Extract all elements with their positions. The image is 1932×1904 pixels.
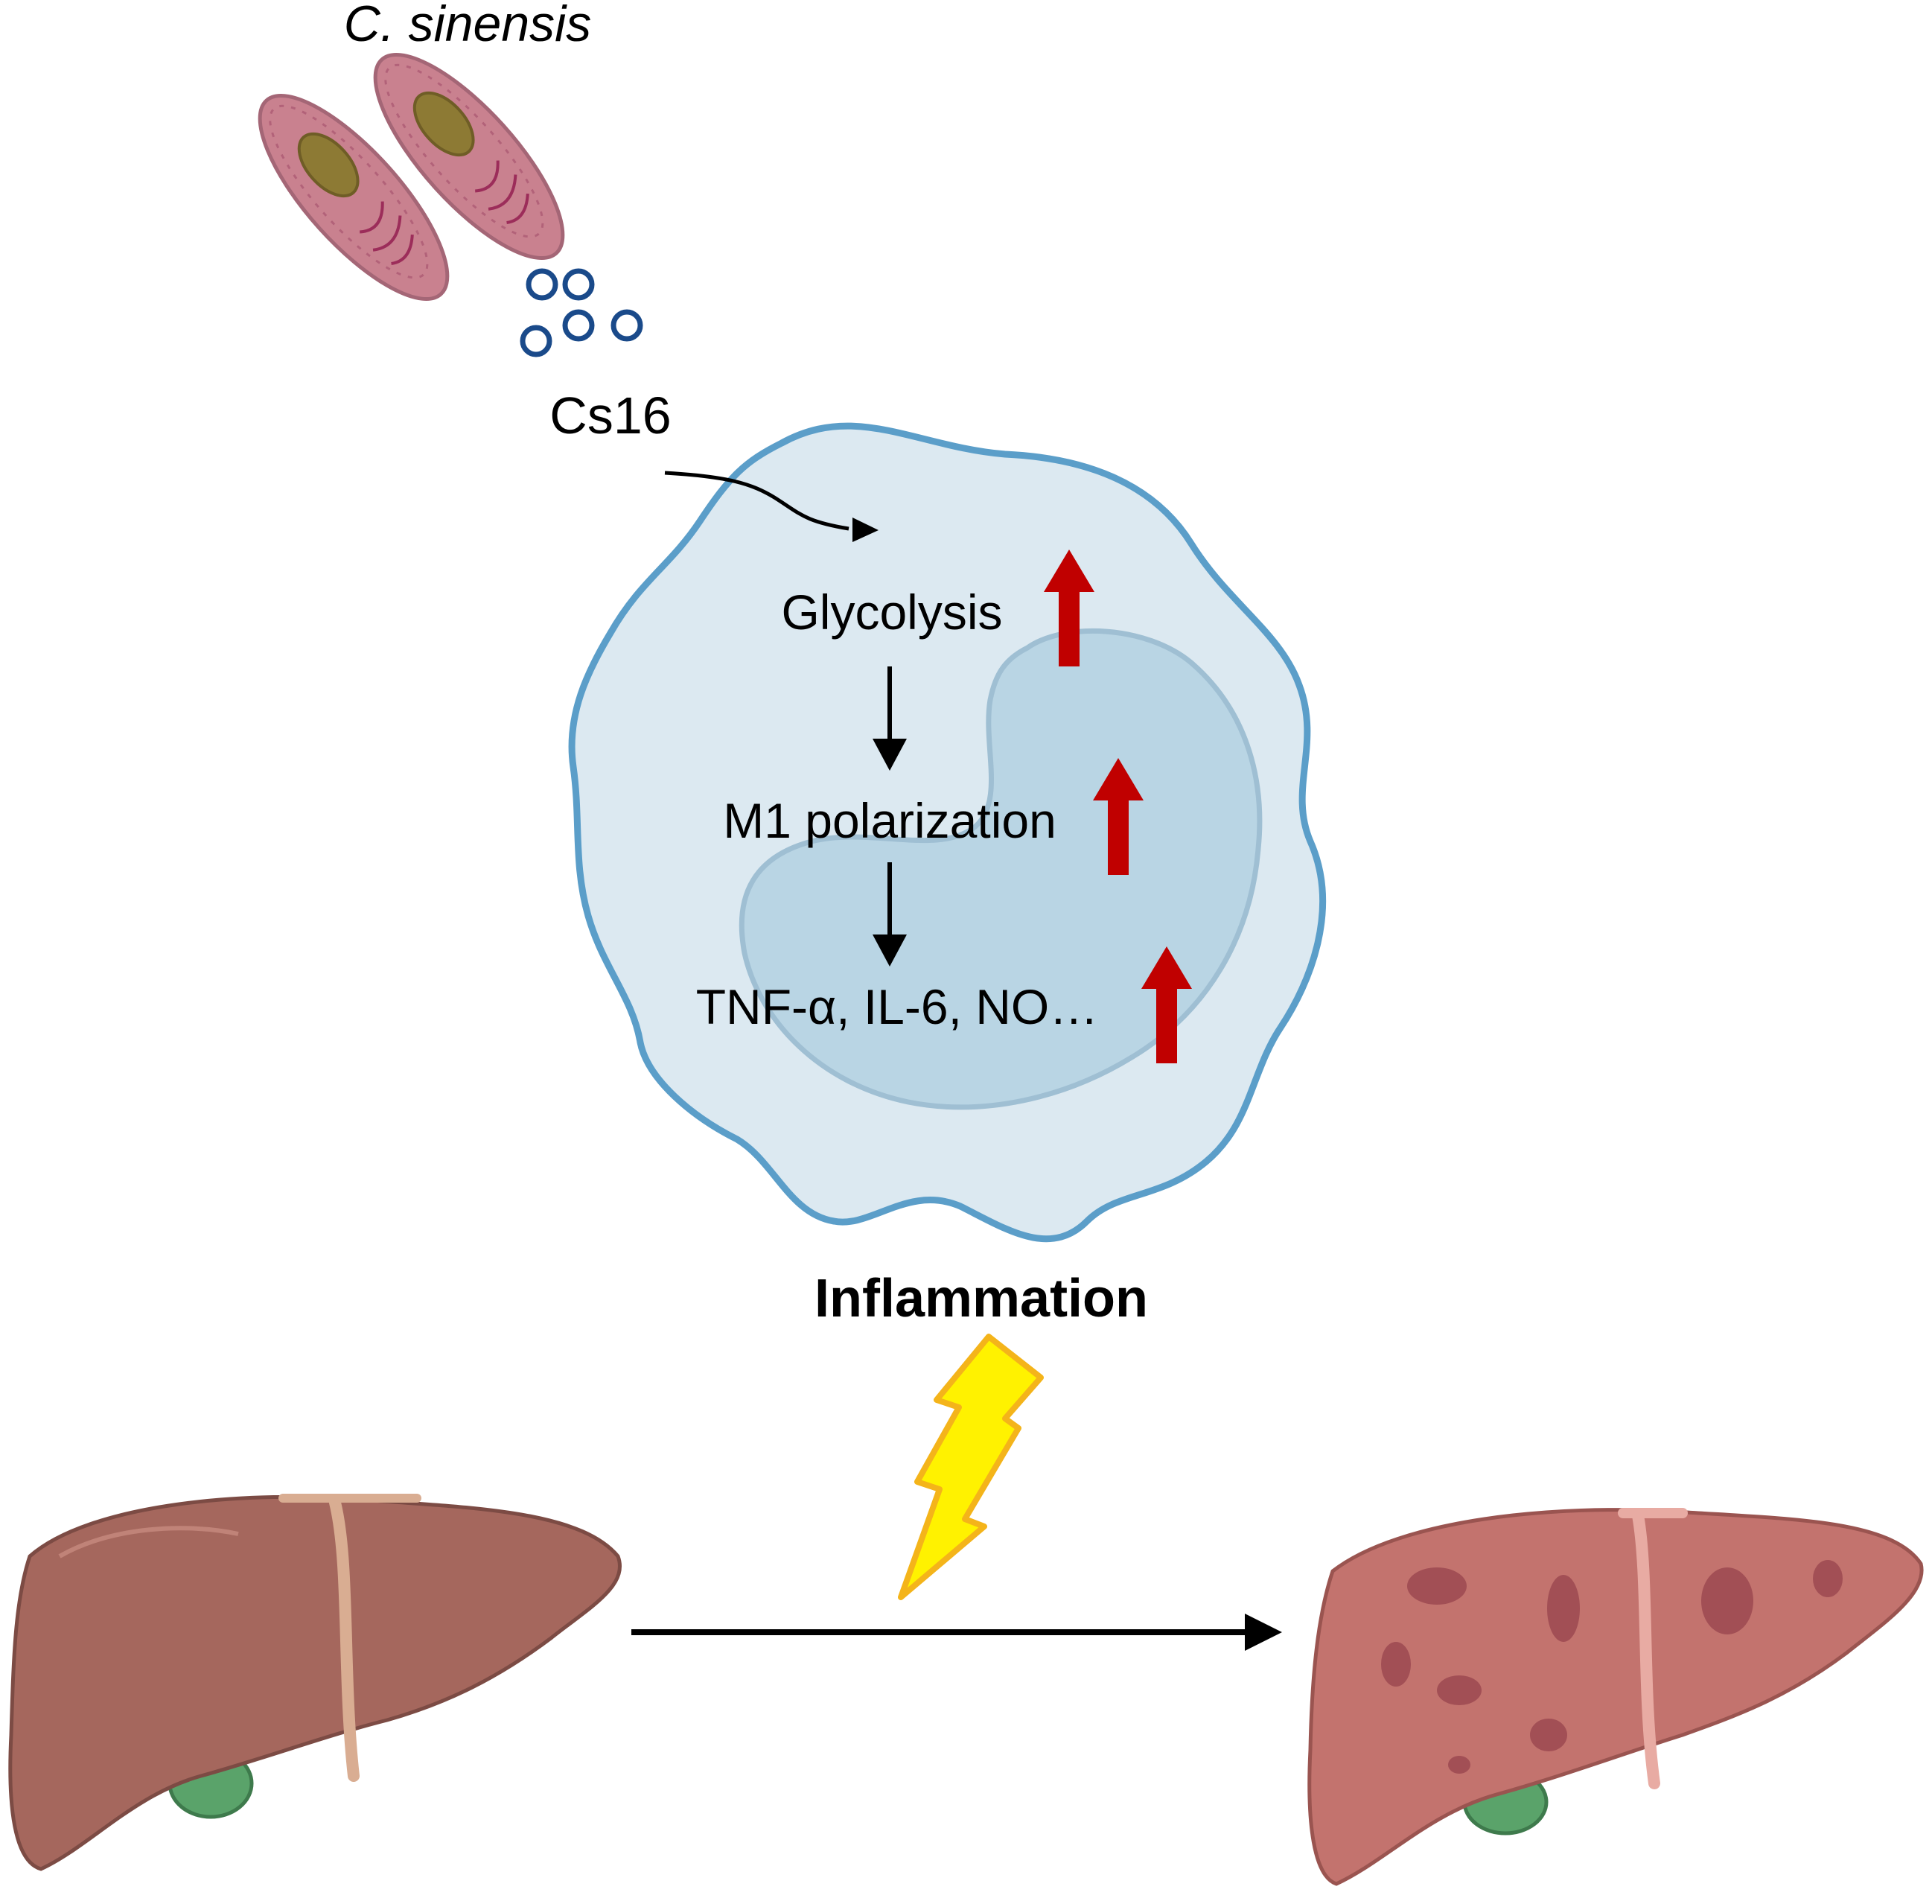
glycolysis-label: Glycolysis [781,585,1002,640]
entry-arrow [664,471,849,531]
vesicle-icon [520,268,643,357]
up-arrow-icon [1093,758,1144,875]
healthy-liver-icon [8,1494,622,1871]
damaged-liver-icon [1307,1508,1924,1886]
molecule-label: Cs16 [549,386,671,445]
inflammation-label: Inflammation [814,1269,1148,1328]
up-arrow-icon [1044,550,1094,666]
m1-polarization-label: M1 polarization [723,793,1056,848]
lightning-icon [898,1334,1044,1600]
organism-label: C. sinensis [344,0,592,52]
worm-icon [258,52,565,302]
entry-arrowhead [852,518,879,542]
progression-arrow [631,1614,1282,1651]
up-arrow-icon [1141,946,1192,1063]
macrophage-icon [568,422,1327,1243]
cytokines-label: TNF-α, IL-6, NO… [696,979,1099,1034]
pathway-arrow [873,666,907,771]
pathway-arrow [873,862,907,967]
